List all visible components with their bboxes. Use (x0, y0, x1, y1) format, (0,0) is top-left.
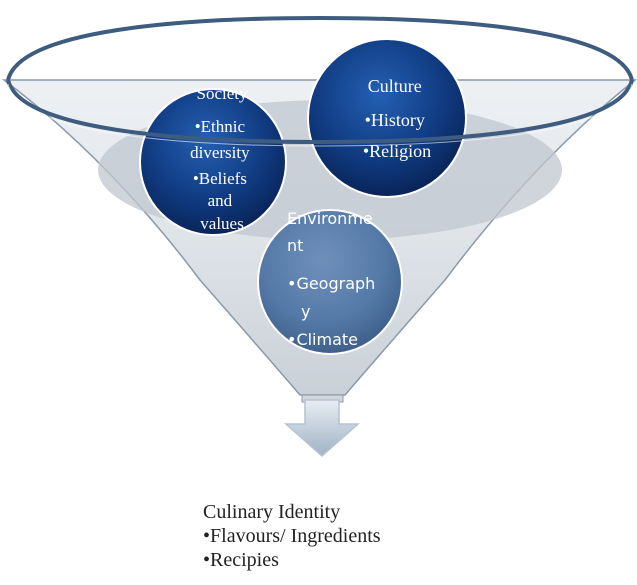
environment-bullet-3: •Climate (287, 330, 358, 349)
society-bullet-3: •Beliefs (193, 169, 247, 188)
svg-text:Society: Society (197, 84, 248, 103)
svg-text:Culture •History •: Culture •History •Religion (363, 76, 431, 161)
environment-ball: Environme nt •Geograph y •Climate (257, 209, 403, 355)
society-bullet-2: diversity (190, 143, 250, 162)
society-bullet-4: and (208, 191, 233, 210)
output-item-flavours: Flavours/ Ingredients (203, 524, 381, 548)
society-ball: Society •Ethnic diversity •Beliefs and v… (139, 84, 287, 236)
funnel-rim-front (6, 79, 634, 145)
society-bullet-1: •Ethnic (195, 117, 246, 136)
culture-ball: Culture •History •Religion (307, 38, 467, 198)
svg-text:•Ethnic diversity: •Ethnic diversity •Beliefs and values (190, 117, 254, 233)
funnel-rim-back (6, 15, 634, 81)
society-bullet-5: values (200, 214, 243, 233)
culinary-identity-output: Culinary Identity Flavours/ Ingredients … (203, 500, 381, 572)
culture-title: Culture (368, 76, 422, 96)
output-title: Culinary Identity (203, 501, 341, 523)
environment-title-line-2: nt (287, 236, 303, 255)
culture-bullet-2: •Religion (363, 141, 431, 161)
environment-bullet-1: •Geograph (287, 274, 375, 293)
svg-text:Environme nt •Geog: Environme nt •Geograph y •Climate (287, 209, 380, 349)
environment-bullet-2: y (301, 302, 310, 321)
culture-bullet-1: •History (365, 110, 425, 130)
society-title: Society (197, 84, 248, 103)
environment-title-line-1: Environme (287, 209, 373, 228)
output-item-recipies: Recipies (203, 548, 381, 572)
down-arrow-icon (284, 399, 360, 458)
